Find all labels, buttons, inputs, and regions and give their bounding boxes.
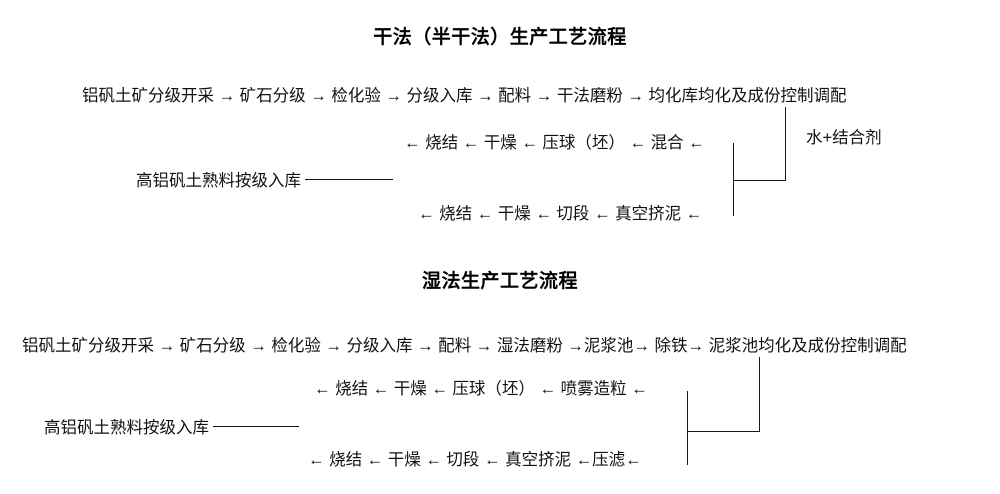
dry-process-side-note: 水+结合剂 (806, 129, 882, 147)
dry-process-title: 干法（半干法）生产工艺流程 (373, 27, 627, 48)
dry-process-row-4: ← 烧结 ← 干燥 ← 切段 ← 真空挤泥 ← (418, 205, 703, 223)
wet-connector-left-vertical (687, 391, 688, 465)
wet-process-row-3: 高铝矾土熟料按级入库 (44, 418, 299, 439)
wet-process-title: 湿法生产工艺流程 (421, 271, 578, 292)
dry-connector-horizontal (733, 180, 786, 181)
wet-process-warehouse-label: 高铝矾土熟料按级入库 (44, 419, 209, 437)
dry-process-warehouse-label: 高铝矾土熟料按级入库 (136, 172, 301, 190)
dry-connector-right-vertical (785, 107, 786, 181)
wet-process-row-4: ← 烧结 ← 干燥 ← 切段 ← 真空挤泥 ←压滤← (308, 451, 642, 469)
wet-process-row-1: 铝矾土矿分级开采 → 矿石分级 → 检化验 → 分级入库 → 配料 → 湿法磨粉… (22, 337, 907, 355)
wet-process-lead-line (213, 426, 299, 428)
dry-process-lead-line (305, 179, 393, 181)
wet-connector-right-vertical (759, 357, 760, 432)
wet-connector-horizontal (687, 431, 760, 432)
wet-process-row-2: ← 烧结 ← 干燥 ← 压球（坯） ← 喷雾造粒 ← (314, 380, 648, 398)
dry-process-row-2: ← 烧结 ← 干燥 ← 压球（坯） ← 混合 ← (404, 134, 705, 152)
dry-process-row-1: 铝矾土矿分级开采 → 矿石分级 → 检化验 → 分级入库 → 配料 → 干法磨粉… (82, 87, 847, 105)
dry-process-row-3: 高铝矾土熟料按级入库 (136, 171, 393, 192)
dry-connector-left-vertical (733, 143, 734, 216)
